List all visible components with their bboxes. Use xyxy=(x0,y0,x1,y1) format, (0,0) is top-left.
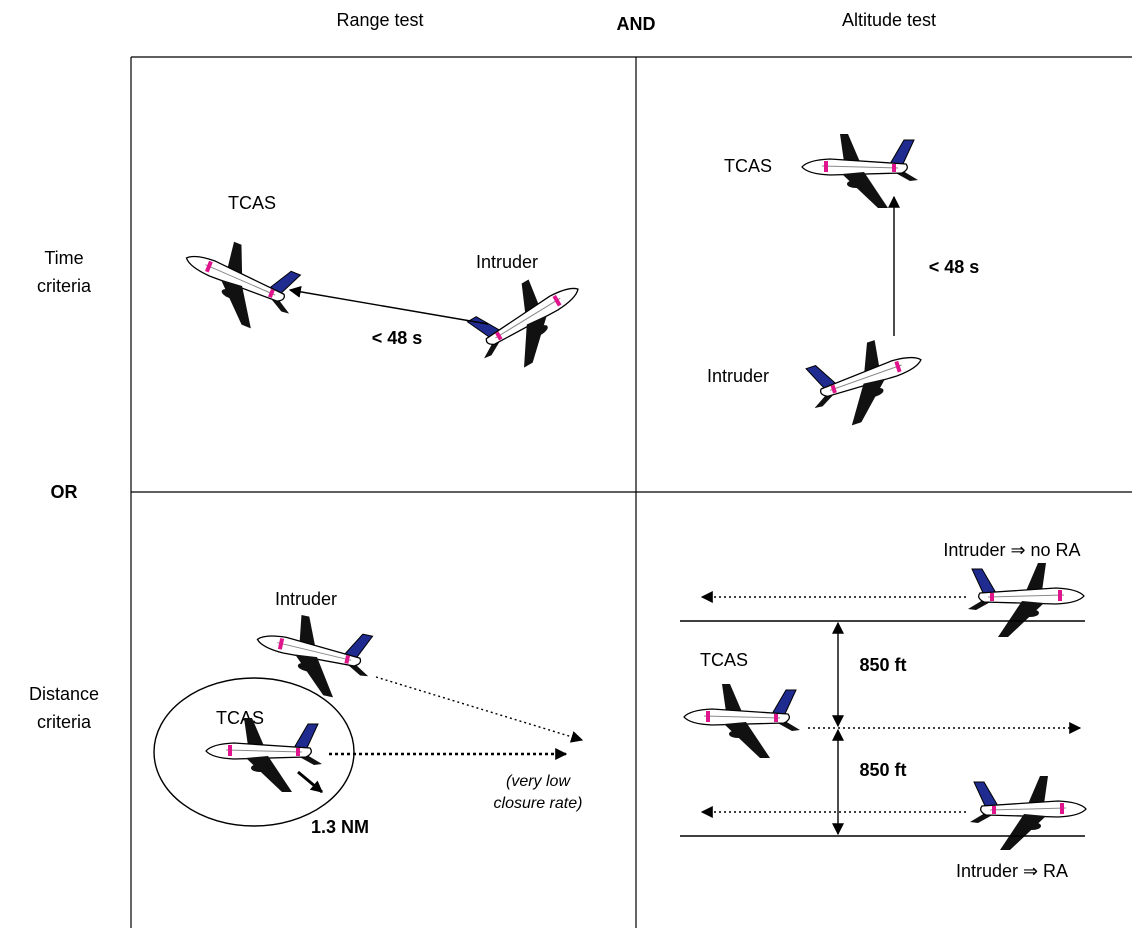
protection-circle xyxy=(153,677,355,827)
intruder-aircraft-upper xyxy=(967,562,1085,638)
and-label: AND xyxy=(617,14,656,34)
altitude-distance-panel: Intruder ⇒ no RA TCAS 850 ft 850 ft Intr… xyxy=(680,540,1087,881)
time-to-cpa-label: < 48 s xyxy=(372,328,423,348)
lower-threshold-label: 850 ft xyxy=(859,760,906,780)
tcas-aircraft xyxy=(801,133,919,209)
intruder-ra-label: Intruder ⇒ RA xyxy=(956,861,1068,881)
altitude-time-panel: TCAS < 48 s Intruder xyxy=(707,133,980,436)
radius-label: 1.3 NM xyxy=(311,817,369,837)
upper-threshold-label: 850 ft xyxy=(859,655,906,675)
distance-criteria-line2: criteria xyxy=(37,712,92,732)
altitude-test-header: Altitude test xyxy=(842,10,936,30)
tcas-aircraft xyxy=(170,226,308,341)
closure-arrow xyxy=(288,285,489,325)
intruder-aircraft-lower xyxy=(969,775,1087,851)
tcas-aircraft xyxy=(205,717,323,793)
tcas-label: TCAS xyxy=(216,708,264,728)
intruder-path-arrow xyxy=(375,676,584,743)
range-distance-panel: Intruder TCAS 1.3 NM (very low closure r… xyxy=(153,589,584,837)
closure-note-line2: closure rate) xyxy=(494,795,583,812)
tcas-label: TCAS xyxy=(700,650,748,670)
distance-criteria-line1: Distance xyxy=(29,684,99,704)
intruder-aircraft xyxy=(799,327,935,436)
intruder-no-ra-label: Intruder ⇒ no RA xyxy=(943,540,1080,560)
intruder-aircraft xyxy=(248,606,379,705)
intruder-label: Intruder xyxy=(476,252,538,272)
radius-arrow xyxy=(297,770,323,794)
or-label: OR xyxy=(51,482,78,502)
grid xyxy=(130,56,1132,928)
intruder-label: Intruder xyxy=(707,366,769,386)
time-criteria-line2: criteria xyxy=(37,276,92,296)
intruder-label: Intruder xyxy=(275,589,337,609)
range-test-header: Range test xyxy=(336,10,423,30)
time-criteria-line1: Time xyxy=(44,248,83,268)
range-time-panel: TCAS Intruder < 48 s xyxy=(170,193,600,384)
tcas-label: TCAS xyxy=(228,193,276,213)
time-to-cpa-label: < 48 s xyxy=(929,257,980,277)
intruder-aircraft xyxy=(460,259,600,384)
tcas-aircraft xyxy=(683,683,801,759)
tcas-label: TCAS xyxy=(724,156,772,176)
closure-note-line1: (very low xyxy=(506,773,571,790)
